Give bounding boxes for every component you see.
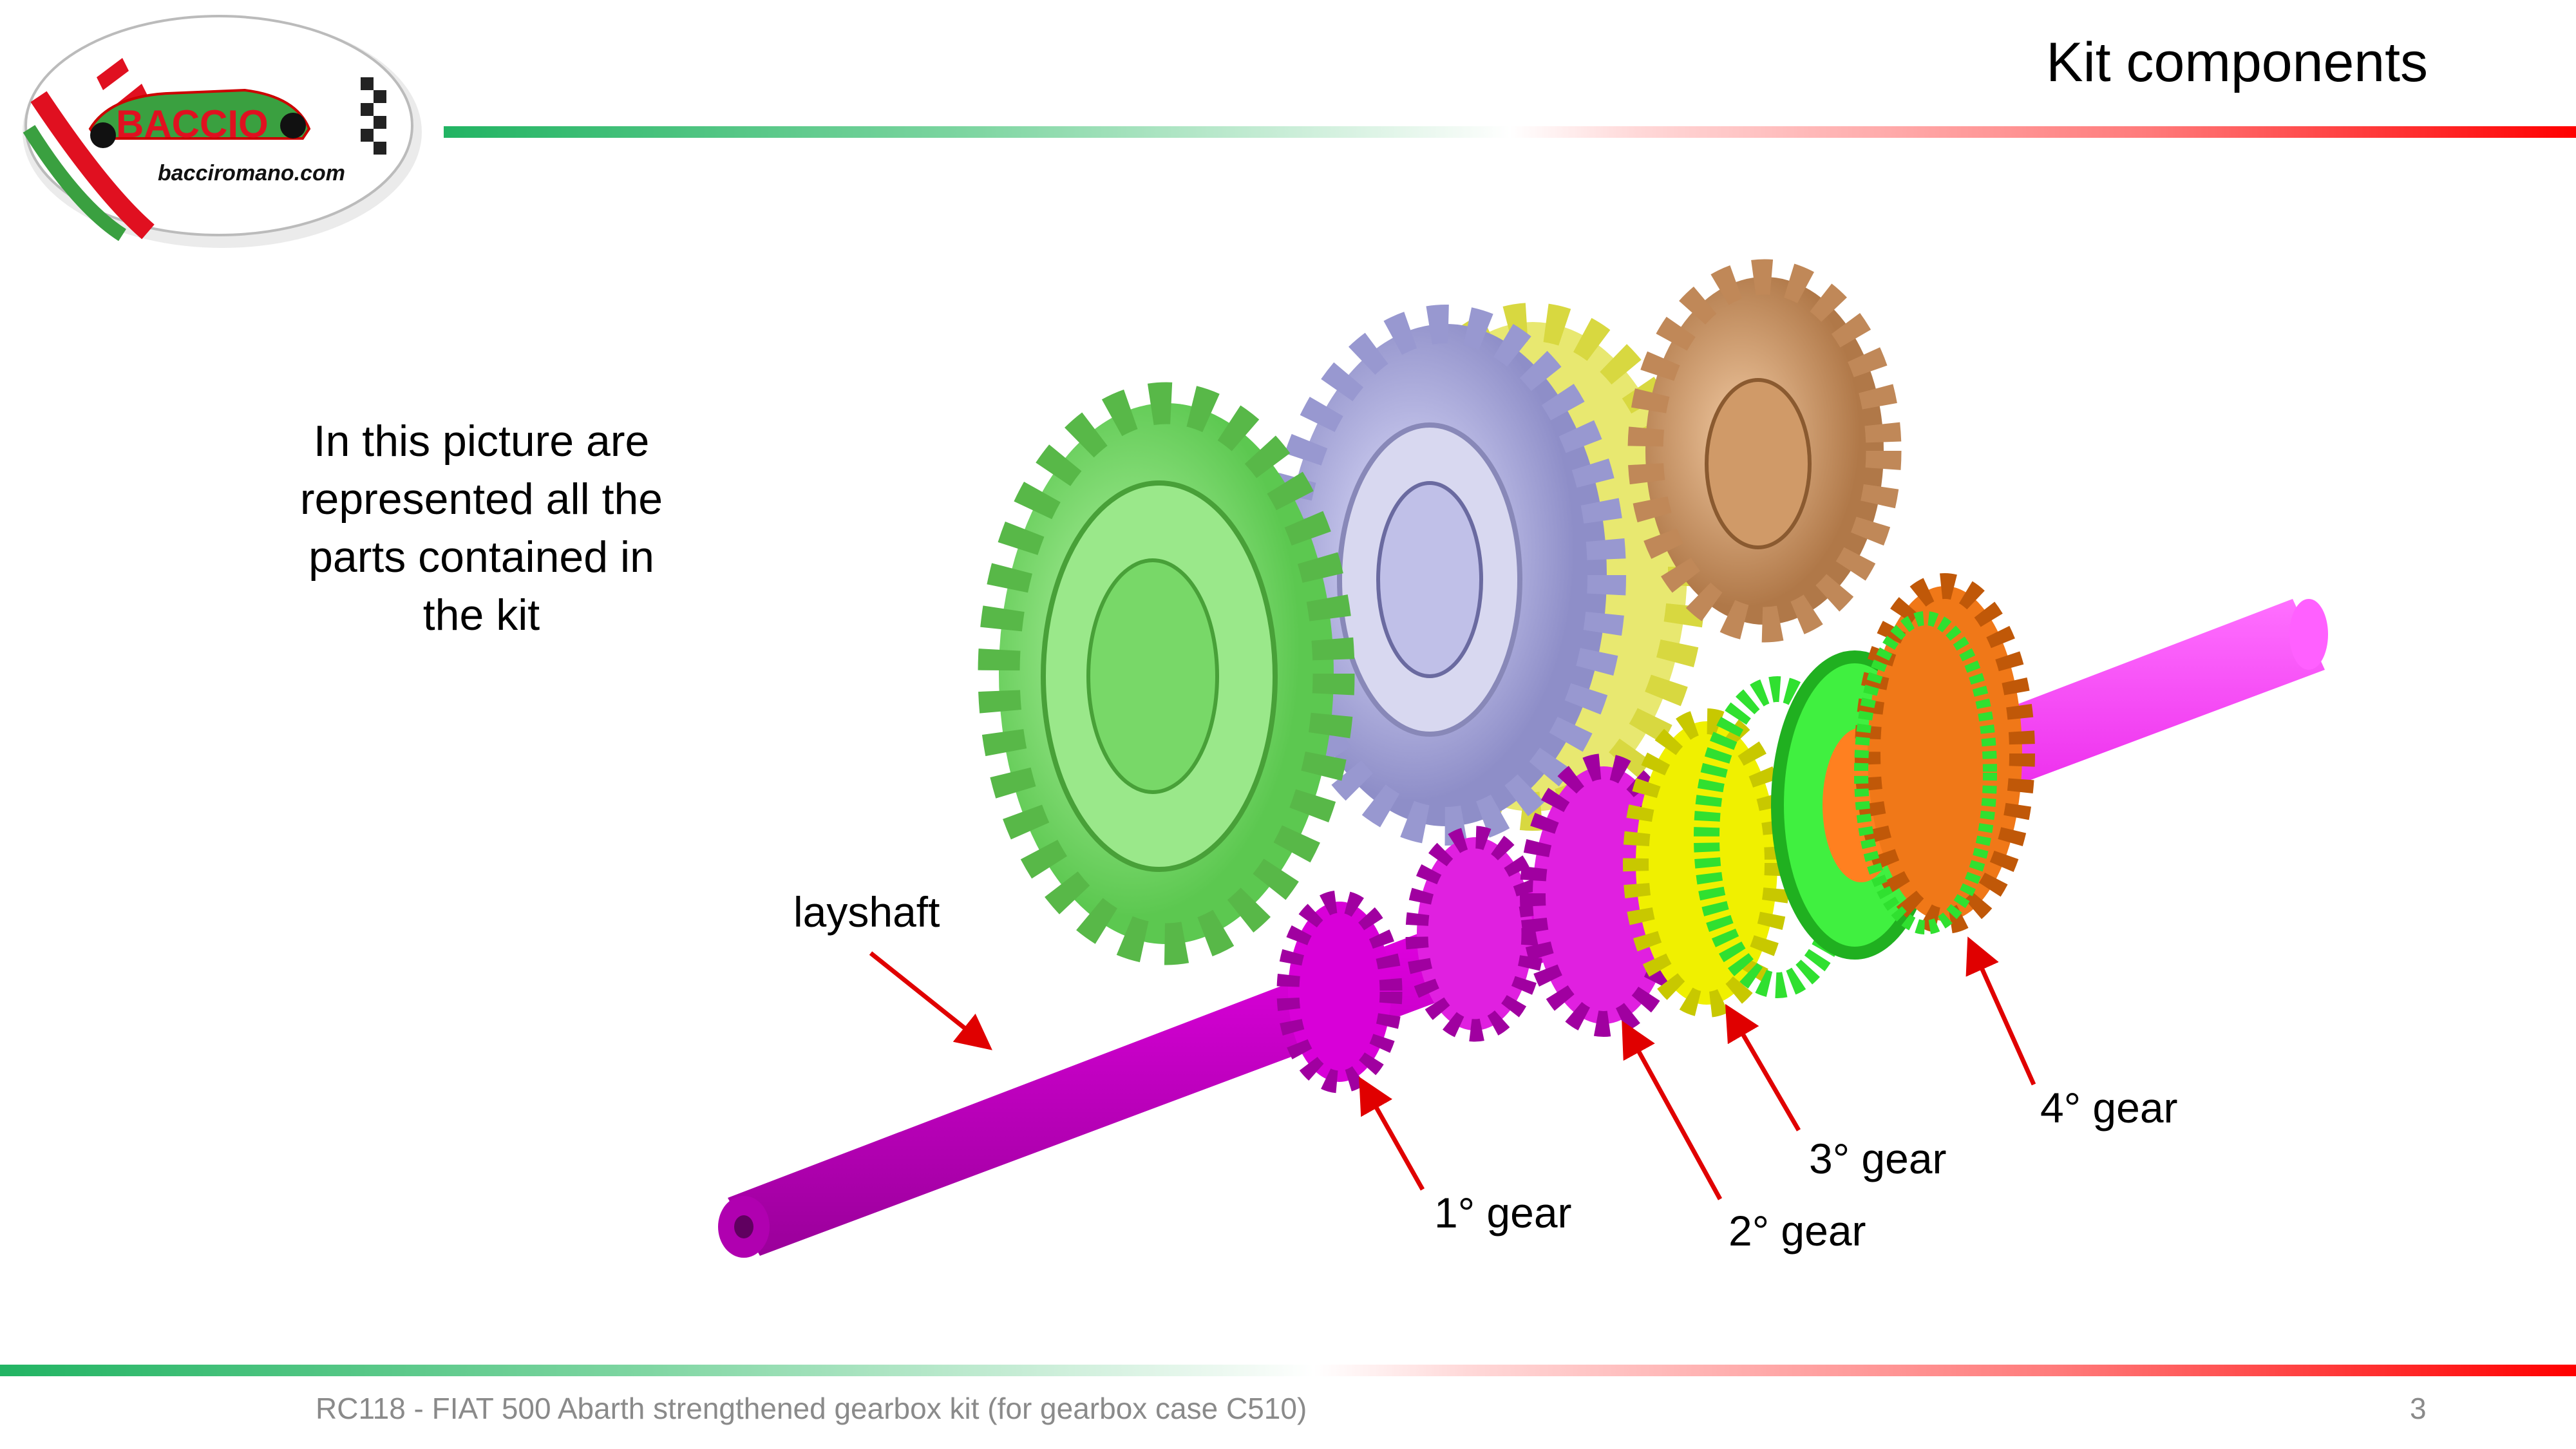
gear1-arrow [1359,1076,1425,1191]
svg-text:bacciromano.com: bacciromano.com [158,161,345,185]
page-number: 3 [2410,1392,2427,1425]
footer-divider [0,1365,2576,1376]
gear4-label: 4° gear [2040,1084,2178,1132]
intro-text: In this picture are represented all the … [270,412,692,644]
footer-text: RC118 - FIAT 500 Abarth strengthened gea… [316,1392,1307,1425]
gear2-arrow [1622,1020,1723,1200]
gear3-label: 3° gear [1809,1135,1947,1182]
gear1-label: 1° gear [1434,1189,1572,1236]
gear4-arrow [1965,936,2036,1086]
gear2-label: 2° gear [1728,1207,1866,1255]
intro-line: In this picture are [313,417,650,466]
intro-line: represented all the [299,475,663,524]
bacci-logo: BACCIO bacciromano.com [23,15,422,248]
header-divider [444,126,2576,138]
layshaft-arrow [869,951,992,1050]
svg-text:BACCIO: BACCIO [116,102,269,146]
fourth-gear-pinion [1855,573,2035,934]
gear3-arrow [1725,1003,1801,1132]
page-title: Kit components [2046,32,2428,93]
first-gear-pinion [1276,890,1403,1094]
intro-line: parts contained in [308,533,654,582]
intro-line: the kit [422,591,540,639]
layshaft-label: layshaft [793,888,940,936]
